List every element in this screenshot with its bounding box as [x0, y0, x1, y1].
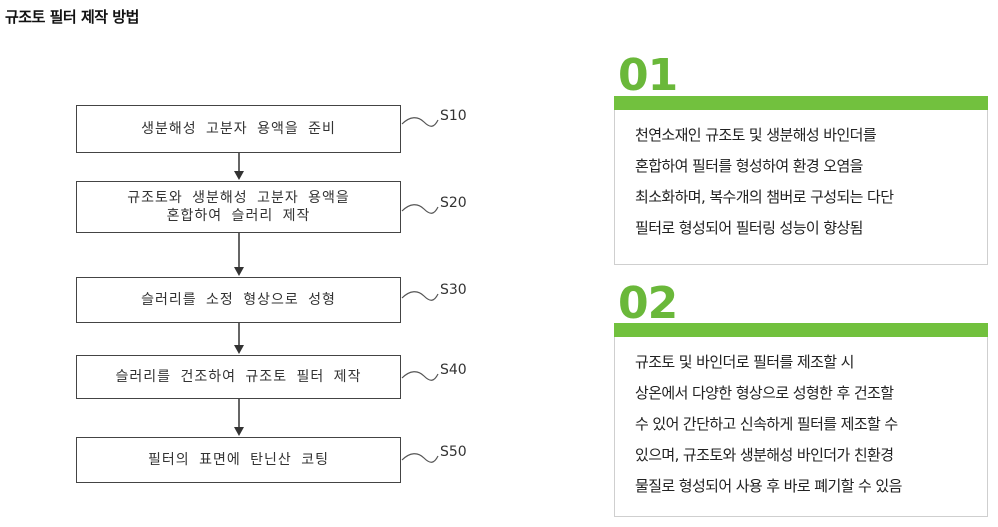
arrow-down-icon: [234, 323, 244, 354]
card-text-line: 최소화하며, 복수개의 챔버로 구성되는 다단: [635, 188, 894, 206]
step-box-s30: 슬러리를 소정 형상으로 성형: [76, 277, 401, 323]
step-box-s10: 생분해성 고분자 용액을 준비: [76, 105, 401, 153]
card-text-line: 천연소재인 규조토 및 생분해성 바인더를: [635, 126, 877, 144]
arrow-down-icon: [234, 153, 244, 180]
card-number: 01: [618, 50, 678, 101]
card-body: 규조토 및 바인더로 필터를 제조할 시 상온에서 다양한 형상으로 성형한 후…: [614, 337, 988, 517]
card-text-line: 물질로 형성되어 사용 후 바로 폐기할 수 있음: [635, 477, 902, 495]
card-accent-bar: [614, 323, 988, 337]
step-label-s10: S10: [440, 108, 467, 124]
step-text: 생분해성 고분자 용액을 준비: [141, 121, 336, 137]
step-text: 필터의 표면에 탄닌산 코팅: [148, 452, 329, 468]
step-connector-s30: [401, 291, 439, 301]
card-number: 02: [618, 278, 678, 329]
card-accent-bar: [614, 96, 988, 110]
arrow-down-icon: [234, 233, 244, 276]
page-title: 규조토 필터 제작 방법: [5, 8, 139, 26]
step-text: 슬러리를 건조하여 규조토 필터 제작: [115, 369, 362, 385]
card-text-line: 혼합하여 필터를 형성하여 환경 오염을: [635, 157, 863, 175]
card-body: 천연소재인 규조토 및 생분해성 바인더를 혼합하여 필터를 형성하여 환경 오…: [614, 110, 988, 265]
step-text: 혼합하여 슬러리 제작: [166, 208, 311, 224]
step-connector-s10: [401, 117, 439, 127]
arrow-down-icon: [234, 399, 244, 436]
step-text: 규조토와 생분해성 고분자 용액을: [127, 190, 350, 206]
step-label-s20: S20: [440, 195, 467, 211]
step-label-s40: S40: [440, 362, 467, 378]
step-connector-s20: [401, 204, 439, 214]
card-text-line: 상온에서 다양한 형상으로 성형한 후 건조할: [635, 384, 894, 402]
step-box-s40: 슬러리를 건조하여 규조토 필터 제작: [76, 355, 401, 399]
step-label-s30: S30: [440, 282, 467, 298]
card-text-line: 있으며, 규조토와 생분해성 바인더가 친환경: [635, 446, 894, 464]
step-box-s20: 규조토와 생분해성 고분자 용액을 혼합하여 슬러리 제작: [76, 181, 401, 233]
card-text-line: 규조토 및 바인더로 필터를 제조할 시: [635, 353, 854, 371]
step-text: 슬러리를 소정 형상으로 성형: [141, 292, 336, 308]
step-box-s50: 필터의 표면에 탄닌산 코팅: [76, 437, 401, 483]
step-connector-s40: [401, 371, 439, 381]
step-connector-s50: [401, 453, 439, 463]
step-label-s50: S50: [440, 444, 467, 460]
card-text-line: 필터로 형성되어 필터링 성능이 향상됨: [635, 219, 863, 237]
card-text-line: 수 있어 간단하고 신속하게 필터를 제조할 수: [635, 415, 898, 433]
